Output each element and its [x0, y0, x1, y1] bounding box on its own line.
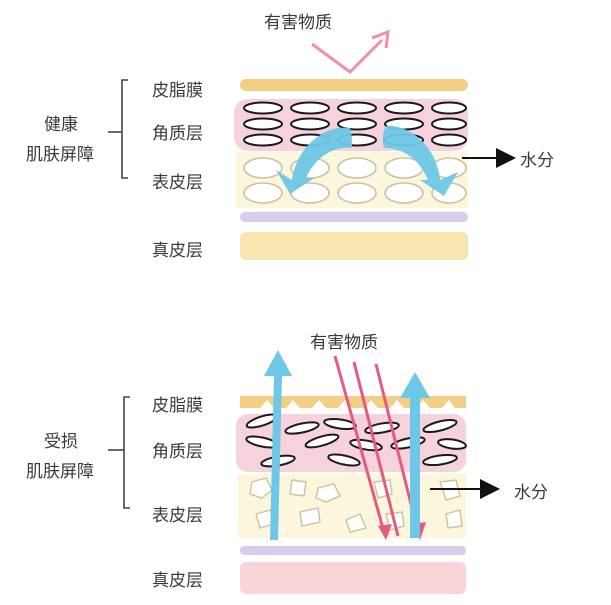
healthy-divider-layer — [240, 212, 468, 222]
healthy-dermis-label: 真皮层 — [152, 241, 203, 261]
healthy-sebum-label: 皮脂膜 — [152, 81, 203, 101]
healthy-epidermis-label: 表皮层 — [152, 173, 203, 193]
damaged-dermis-layer — [240, 562, 466, 594]
damaged-epidermis-label: 表皮层 — [152, 506, 203, 526]
damaged-bracket — [123, 396, 130, 509]
damaged-water-arrows — [264, 350, 430, 540]
healthy-water-label: 水分 — [520, 151, 554, 171]
damaged-harmful-label: 有害物质 — [310, 333, 378, 353]
healthy-bracket — [121, 79, 128, 179]
damaged-group-label-line2: 肌肤屏障 — [26, 462, 94, 482]
damaged-sebum-layer — [240, 396, 466, 408]
damaged-sebum-label: 皮脂膜 — [152, 396, 203, 416]
healthy-corneocytes — [243, 101, 467, 147]
damaged-barrier-panel — [108, 350, 500, 594]
damaged-dermis-label: 真皮层 — [152, 571, 203, 591]
healthy-water-arrows — [276, 125, 458, 196]
healthy-epidermis-cells — [243, 157, 467, 204]
healthy-harmful-label: 有害物质 — [264, 13, 332, 33]
healthy-sebum-layer — [240, 79, 468, 91]
healthy-group-label-line2: 肌肤屏障 — [26, 145, 94, 165]
damaged-stratum-label: 角质层 — [152, 442, 203, 462]
healthy-dermis-layer — [240, 232, 468, 260]
healthy-barrier-panel — [108, 29, 516, 260]
healthy-stratum-label: 角质层 — [152, 124, 203, 144]
healthy-group-label-line1: 健康 — [44, 115, 78, 135]
damaged-divider-layer — [240, 546, 466, 555]
damaged-group-label-line1: 受损 — [44, 432, 78, 452]
damaged-water-label: 水分 — [514, 483, 548, 503]
healthy-harmful-deflect-arrow — [311, 29, 390, 74]
